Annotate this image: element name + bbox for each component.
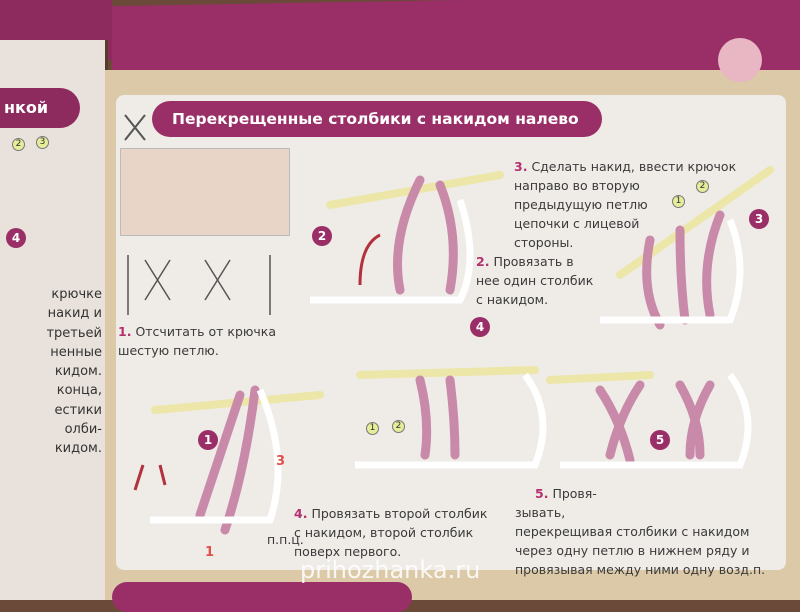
yarn-ball-icon bbox=[718, 38, 762, 82]
arrow-icon bbox=[133, 464, 167, 491]
step-3-text: 3. Сделать накид, ввести крючок направо … bbox=[514, 159, 737, 250]
scissors-mark-icon bbox=[124, 114, 146, 141]
ppc-label: п.п.ц. bbox=[267, 532, 304, 547]
step-4-text: 4. Провязать второй столбик с накидом, в… bbox=[294, 506, 488, 559]
small-label-2: 2 bbox=[696, 180, 709, 193]
arrow-icon bbox=[358, 233, 381, 286]
section-title: Перекрещенные столбики с накидом налево bbox=[152, 101, 602, 137]
step-badge-1: 1 bbox=[198, 430, 218, 450]
left-small-num: 2 bbox=[12, 138, 25, 151]
diagram-label-1: 1 bbox=[205, 545, 215, 560]
chain-base bbox=[150, 198, 752, 524]
step-badge-3: 3 bbox=[749, 209, 769, 229]
stitch-photo bbox=[120, 148, 290, 236]
stitch-chart bbox=[127, 255, 271, 315]
small-label-1: 1 bbox=[366, 422, 379, 435]
left-badge: 4 bbox=[6, 228, 26, 248]
step-badge-5: 5 bbox=[650, 430, 670, 450]
step-5-text: 5. Провя- зывать,перекрещивая столбики с… bbox=[515, 486, 766, 577]
diagram-label-3: 3 bbox=[276, 454, 286, 469]
left-page bbox=[0, 40, 108, 600]
left-small-num: 3 bbox=[36, 136, 49, 149]
step-badge-4: 4 bbox=[470, 317, 490, 337]
small-label-2: 2 bbox=[392, 420, 405, 433]
watermark: prihozhanka.ru bbox=[300, 556, 481, 584]
small-label-1: 1 bbox=[672, 195, 685, 208]
step-badge-2: 2 bbox=[312, 226, 332, 246]
step-1-text: 1. Отсчитать от крючка шестую петлю. bbox=[118, 324, 277, 358]
next-section-header bbox=[112, 582, 412, 612]
left-page-header: нкой bbox=[0, 88, 80, 128]
